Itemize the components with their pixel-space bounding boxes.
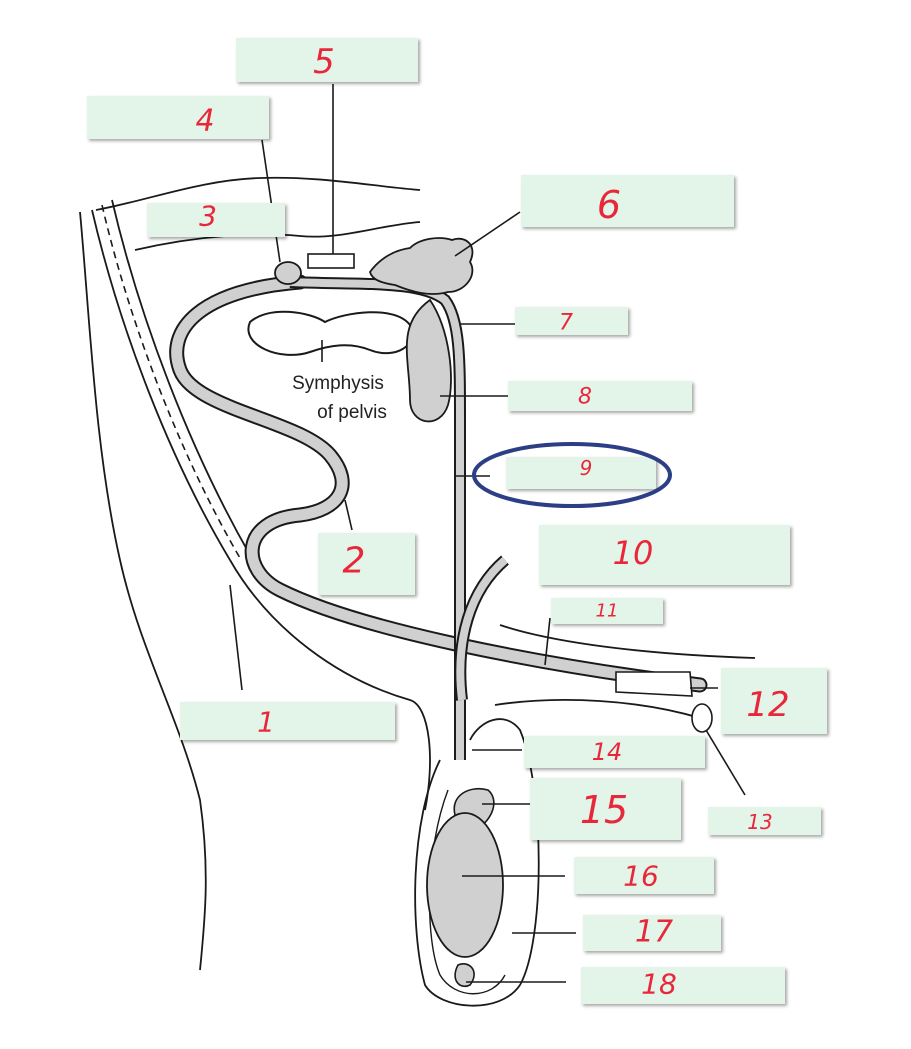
label-number-7: 7 xyxy=(559,310,573,336)
label-box-2[interactable] xyxy=(318,533,415,595)
label-number-15: 15 xyxy=(579,788,629,832)
label-number-18: 18 xyxy=(641,967,677,1001)
label-number-1: 1 xyxy=(257,705,275,739)
symphysis-label-line1: Symphysis xyxy=(292,373,384,394)
label-box-15[interactable] xyxy=(530,778,681,840)
label-box-6[interactable] xyxy=(521,175,734,227)
label-number-2: 2 xyxy=(342,540,366,582)
label-box-10[interactable] xyxy=(539,525,790,585)
label-box-3[interactable] xyxy=(147,203,285,237)
label-box-14[interactable] xyxy=(524,736,705,768)
dashed-tube xyxy=(91,199,251,561)
label-box-13[interactable] xyxy=(708,807,821,835)
label-number-10: 10 xyxy=(612,534,654,572)
gland-cluster xyxy=(369,237,474,295)
label-box-18[interactable] xyxy=(581,967,785,1004)
label-number-3: 3 xyxy=(199,199,217,233)
label-box-8[interactable] xyxy=(508,381,692,411)
label-box-4[interactable] xyxy=(87,96,269,139)
symphysis-label-line2: of pelvis xyxy=(317,402,387,423)
label-box-16[interactable] xyxy=(574,857,714,894)
label-box-7[interactable] xyxy=(515,307,628,335)
label-number-11: 11 xyxy=(595,600,619,622)
label-number-9: 9 xyxy=(579,456,593,480)
label-number-8: 8 xyxy=(578,384,592,410)
label-box-17[interactable] xyxy=(583,915,721,951)
label-number-17: 17 xyxy=(634,914,674,950)
leader-lines xyxy=(229,84,746,983)
label-number-4: 4 xyxy=(195,103,215,139)
symphysis-shape xyxy=(247,310,414,362)
label-number-6: 6 xyxy=(596,183,622,227)
label-number-12: 12 xyxy=(746,685,790,725)
seminal-vesicle xyxy=(405,298,452,423)
label-number-14: 14 xyxy=(591,738,623,766)
label-number-13: 13 xyxy=(747,810,773,834)
label-box-5[interactable] xyxy=(236,38,418,82)
label-box-12[interactable] xyxy=(721,668,827,734)
scrotum xyxy=(414,718,540,1007)
label-number-16: 16 xyxy=(623,859,659,893)
label-number-5: 5 xyxy=(313,42,335,82)
body-outline xyxy=(79,176,756,971)
label-box-1[interactable] xyxy=(180,702,395,740)
label-box-11[interactable] xyxy=(551,598,663,624)
testis xyxy=(426,812,504,958)
